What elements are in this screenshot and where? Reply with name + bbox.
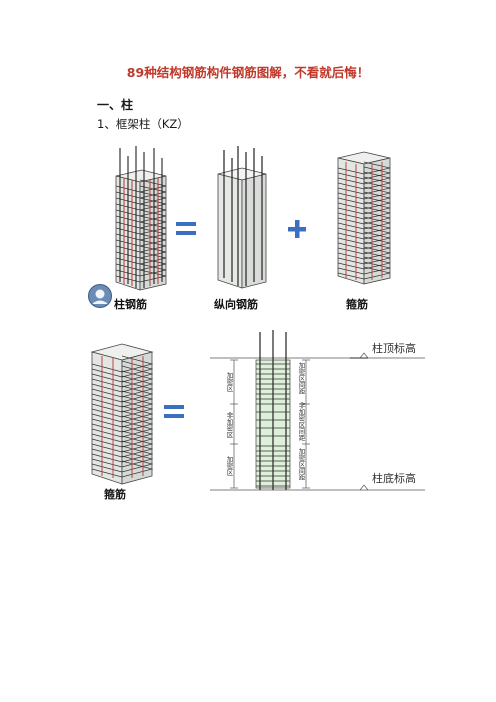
column-elevation-drawing — [210, 330, 425, 491]
stirrup-hoop — [337, 236, 391, 250]
stirrup-hoop — [337, 206, 391, 220]
longitudinal-rebar-3d-figure — [217, 146, 267, 289]
column-rebar-3d-figure — [115, 146, 167, 291]
plus-symbol — [288, 220, 306, 238]
stirrup-hoop — [91, 455, 154, 473]
column-rebar-drawing — [115, 146, 167, 291]
zone-label-right-middle: 非加密区间距 — [297, 402, 305, 441]
caption-stirrup-2: 箍筋 — [104, 488, 126, 501]
stirrup-hoop — [91, 440, 154, 458]
stirrup-hoop — [91, 410, 154, 428]
stirrup-hoop — [91, 360, 154, 378]
stirrup-hoop — [337, 221, 391, 235]
section-heading: 一、柱 — [97, 98, 134, 112]
stirrup-3d-figure-large — [90, 343, 154, 485]
zone-label-right-bottom: 加密区间距 — [297, 448, 305, 481]
stirrup-hoop — [91, 435, 154, 453]
zone-label-left-middle: 非加密区 — [225, 412, 233, 438]
stirrup-hoop — [337, 231, 391, 245]
stirrup-hoop — [91, 395, 154, 413]
stirrup-hoop — [91, 390, 154, 408]
zone-label-left-bottom: 加密区 — [225, 456, 233, 476]
stirrup-hoop — [91, 430, 154, 448]
stirrup-hoop — [337, 176, 391, 190]
stirrup-hoop — [337, 261, 391, 275]
stirrup-hoop — [91, 365, 154, 383]
stirrup-hoop — [337, 191, 391, 205]
label-column-top-elevation: 柱顶标高 — [372, 342, 416, 355]
equals-symbol-2 — [164, 405, 184, 418]
stirrup-hoop — [91, 425, 154, 443]
stirrup-hoop — [91, 355, 154, 373]
stirrup-hoop — [337, 211, 391, 225]
caption-column-rebar: 柱钢筋 — [114, 298, 147, 311]
stirrup-hoop — [91, 415, 154, 433]
label-column-bottom-elevation: 柱底标高 — [372, 472, 416, 485]
stirrup-hoop — [337, 216, 391, 230]
zone-label-left-top: 加密区 — [225, 372, 233, 392]
stirrup-hoop — [91, 405, 154, 423]
stirrup-hoop — [91, 450, 154, 468]
stirrup-hoop — [91, 385, 154, 403]
stirrup-hoop — [337, 161, 391, 175]
stirrup-hoop — [337, 226, 391, 240]
stirrup-hoop — [337, 266, 391, 280]
stirrup-hoop — [91, 420, 154, 438]
stirrup-hoop — [337, 186, 391, 200]
zone-label-right-top: 加密区间距 — [297, 362, 305, 395]
stirrup-hoop — [337, 256, 391, 270]
document-title: 89种结构钢筋构件钢筋图解，不看就后悔！ — [126, 65, 370, 80]
stirrup-hoop — [91, 460, 154, 478]
stirrup-3d-figure — [337, 151, 391, 285]
stirrup-hoop — [337, 171, 391, 185]
stirrup-hoop — [337, 196, 391, 210]
stirrup-hoop — [337, 246, 391, 260]
stirrup-hoop — [337, 251, 391, 265]
stirrup-hoop — [91, 380, 154, 398]
stirrup-hoop — [91, 370, 154, 388]
stirrup-hoop — [91, 445, 154, 463]
caption-stirrup: 箍筋 — [346, 298, 368, 311]
equals-symbol — [176, 222, 196, 235]
stirrup-hoop — [337, 181, 391, 195]
caption-longitudinal-rebar: 纵向钢筋 — [214, 298, 258, 311]
stirrup-hoop — [337, 241, 391, 255]
author-avatar-icon — [88, 284, 112, 308]
stirrup-hoop — [91, 375, 154, 393]
stirrup-hoop — [337, 166, 391, 180]
stirrup-hoop — [91, 400, 154, 418]
stirrup-hoop — [337, 201, 391, 215]
subsection-heading: 1、框架柱（KZ） — [97, 117, 189, 131]
